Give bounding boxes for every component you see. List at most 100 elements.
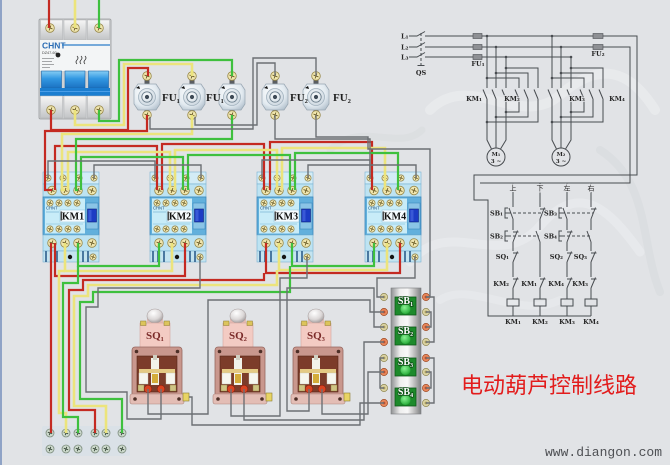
pushbutton-sb3: SB₃ <box>394 356 417 377</box>
contactor-label: KM2 <box>169 212 191 223</box>
wire-control-km1-km2-aux <box>93 164 202 178</box>
line-label-l1: L₁ <box>401 33 409 41</box>
limit-switch-sq2: SQ₂ <box>212 308 273 405</box>
pushbutton-label-sb4: SB₄ <box>544 233 557 241</box>
interlock-km4-nc <box>566 277 573 289</box>
wire-yellow-fuse-to-km1 <box>60 115 194 192</box>
power-line-l2 <box>409 42 631 184</box>
contactor-label: KM3 <box>276 212 298 223</box>
wire-red-bus-km1-km2 <box>53 144 159 190</box>
terminal <box>101 444 111 454</box>
contact-km3-main <box>547 89 572 100</box>
wire-control-fu1-to-fu2b <box>149 57 317 130</box>
pushbutton-actuator-sb4 <box>558 230 562 242</box>
terminal <box>61 444 71 454</box>
wire-yellow-bus-km3-km4 <box>280 146 387 190</box>
motor-m1-type: 3 ~ <box>491 159 502 165</box>
junction-dot <box>504 110 508 114</box>
power-line-l3 <box>409 52 571 58</box>
motor-m2-label: M₂ <box>557 152 566 158</box>
wire-control-sq3-to-sb <box>286 287 384 412</box>
wire-control-sq2-to-sb <box>243 341 384 421</box>
line-label-l3: L₃ <box>401 54 409 62</box>
contactor-brand: CHNT <box>260 206 272 211</box>
pushbutton-actuator-sb1 <box>504 207 508 219</box>
contactor-label: KM4 <box>384 212 406 223</box>
direction-label-right: 右 <box>588 184 595 193</box>
breaker-brand: CHNT <box>42 41 66 51</box>
breaker-toggle <box>64 70 86 89</box>
contactor-km4: CHNT KM4 <box>365 172 421 262</box>
contact-km1-main <box>482 89 507 100</box>
motor-m1-label: M₁ <box>492 152 501 158</box>
button-lens <box>400 304 411 314</box>
wire-green-bus-km3-km4 <box>293 151 400 190</box>
km4-reverse-returns <box>552 99 604 123</box>
wire-control-sq2-to-km3 <box>230 257 308 417</box>
interlock-km2-nc <box>512 277 519 289</box>
contactor-km3: CHNT KM3 <box>257 172 313 262</box>
wire-yellow-km1-km2-out <box>63 243 174 273</box>
breaker-toggle <box>41 70 62 89</box>
wire-red-km1-km2-out <box>53 243 187 278</box>
button-lens <box>400 365 411 375</box>
junction-dot <box>504 55 508 59</box>
direction-label-up: 上 <box>510 184 517 193</box>
wire-red-breaker-to-fuse <box>49 66 150 132</box>
wire-control-sq1-to-km2 <box>85 257 201 420</box>
pushbutton-label-sb1: SB₁ <box>490 210 503 218</box>
line-label-l2: L₂ <box>401 44 409 52</box>
coil-km2 <box>533 298 547 307</box>
wire-green-bus-km1-km2 <box>79 155 185 190</box>
terminal <box>90 444 100 454</box>
interlock-label: KM₄ <box>548 280 564 288</box>
contactor-brand: CHNT <box>153 206 165 211</box>
thermal-trip-icon <box>75 55 87 65</box>
contact-sb3-nc <box>590 207 597 220</box>
website-watermark: www.diangon.com <box>545 445 662 460</box>
button-label: SB₂ <box>398 326 413 337</box>
pushbutton-sb2: SB₂ <box>394 325 417 346</box>
button-label: SB₁ <box>398 296 413 307</box>
button-label: SB₃ <box>398 357 413 368</box>
button-label: SB₄ <box>398 387 413 398</box>
junction-dots <box>485 34 573 124</box>
limit-switch-label: SQ₃ <box>307 330 326 342</box>
junction-dot <box>494 115 498 119</box>
wire-control-km3-km4-aux <box>261 159 371 178</box>
contact-sq3-nc <box>590 251 597 263</box>
contactor-label-km2: KM₂ <box>504 95 520 103</box>
wire-green-km3-km4-out <box>290 243 376 268</box>
limit-label-sq2: SQ₂ <box>550 253 563 261</box>
wire-green-motor1-out <box>61 266 80 433</box>
limit-switch-sq3: SQ₃ <box>290 308 351 405</box>
wire-yellow-bus-km2-km3 <box>173 148 279 190</box>
wire-control-sb-jumper <box>426 311 432 328</box>
pushbutton-actuator-sb3 <box>558 207 562 219</box>
junction-dot <box>494 45 498 49</box>
contactor-label: KM1 <box>62 212 84 223</box>
breaker-model: DZ47-60 <box>42 51 57 55</box>
wire-control-sb-jumper <box>426 296 435 343</box>
fuse-label: FU₁ <box>206 92 224 104</box>
contact-sq2-nc <box>566 251 573 263</box>
km2-reverse-taps <box>487 67 539 88</box>
interlock-km3-nc <box>590 277 597 289</box>
limit-switch-label: SQ₁ <box>146 330 164 342</box>
main-switch-label: QS <box>416 69 427 77</box>
wire-control-fu2a-to-km4 <box>274 115 371 178</box>
limit-switch-sq1: SQ₁ <box>129 308 190 405</box>
schematic-diagram: L₁ L₂ L₃ QS FU₁ FU₂ M₁ 3 ~ <box>400 31 638 327</box>
pushbutton-station: SB₁ SB₂ SB₃ SB₄ <box>379 287 431 415</box>
terminal <box>73 444 83 454</box>
terminal <box>45 444 55 454</box>
fuse-label: FU₁ <box>162 92 180 104</box>
breaker-handle-bar <box>40 88 110 96</box>
wire-green-fuse-to-km1 <box>74 115 234 192</box>
terminal-block-base <box>42 426 130 456</box>
schematic-fuse-fu1 <box>472 44 483 50</box>
pushbutton-label-sb3: SB₃ <box>544 210 557 218</box>
terminal-block <box>42 426 130 456</box>
wire-control-sq1-to-sb <box>147 299 384 415</box>
wire-red-bus-km2-km3 <box>160 142 266 190</box>
